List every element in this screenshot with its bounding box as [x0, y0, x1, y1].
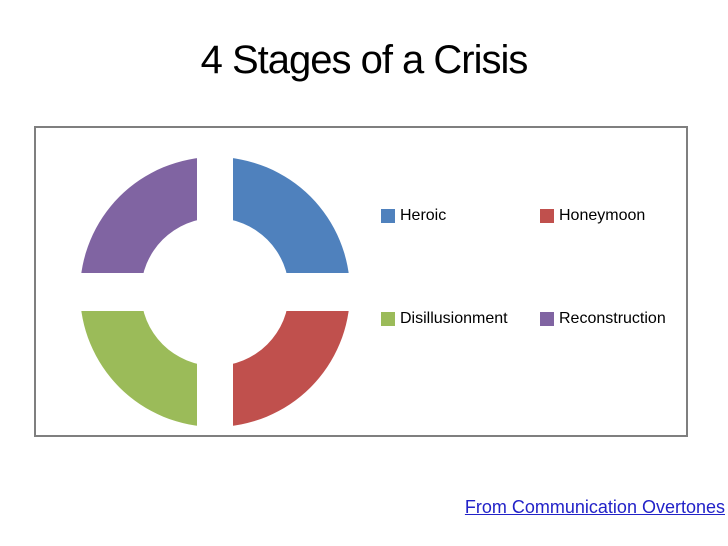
donut-slice-disillusionment [80, 292, 215, 427]
legend-label-heroic: Heroic [400, 207, 447, 224]
legend-swatch-disillusionment-icon [381, 311, 395, 326]
legend-item-reconstruction: Reconstruction [540, 310, 666, 327]
donut-slice-honeymoon [215, 292, 350, 427]
slice-gap-horizontal [74, 273, 356, 311]
legend-item-heroic: Heroic [381, 207, 446, 224]
donut-chart [74, 151, 356, 433]
legend-item-disillusionment: Disillusionment [381, 310, 508, 327]
donut-slice-reconstruction [80, 157, 215, 292]
legend-label-reconstruction: Reconstruction [559, 310, 666, 327]
legend-item-honeymoon: Honeymoon [540, 207, 645, 224]
credit-link[interactable]: From Communication Overtones [464, 497, 725, 517]
donut-slice-heroic [215, 157, 350, 292]
slide-title: 4 Stages of a Crisis [200, 38, 529, 82]
legend-swatch-honeymoon-icon [540, 208, 554, 223]
legend-label-disillusionment: Disillusionment [400, 310, 508, 327]
legend-swatch-heroic-icon [381, 208, 395, 223]
legend-swatch-reconstruction-icon [540, 311, 554, 326]
chart-panel: Heroic Honeymoon Disillusionment Reconst… [34, 126, 688, 437]
legend-label-honeymoon: Honeymoon [559, 207, 646, 224]
